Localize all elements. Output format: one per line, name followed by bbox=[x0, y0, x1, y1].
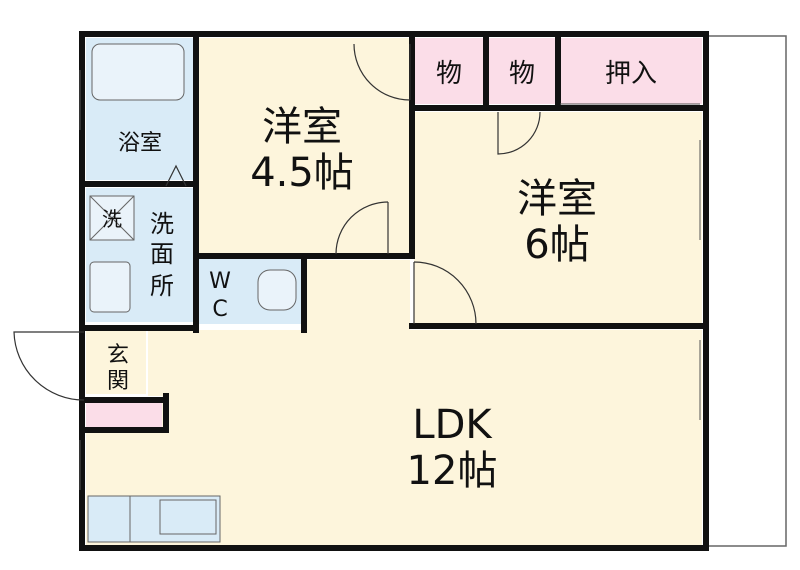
kitchen-sink bbox=[159, 499, 217, 535]
ldk-area bbox=[86, 260, 702, 546]
toilet bbox=[257, 269, 297, 311]
room-large-area bbox=[414, 112, 702, 326]
label-storage-2: 物 bbox=[509, 59, 535, 89]
doors bbox=[13, 43, 541, 401]
label-ldk-name: LDK bbox=[412, 402, 493, 448]
windows bbox=[79, 70, 701, 490]
label-washroom-1: 洗 bbox=[150, 210, 174, 238]
label-washroom-3: 所 bbox=[150, 272, 174, 300]
label-storage-1: 物 bbox=[436, 59, 462, 89]
storage2-area bbox=[488, 38, 556, 104]
label-room-small-size: 4.5帖 bbox=[250, 150, 354, 196]
storage1-area bbox=[414, 38, 484, 104]
walls bbox=[79, 31, 709, 551]
label-room-small-name: 洋室 bbox=[262, 104, 342, 150]
room-small-area bbox=[198, 38, 410, 254]
label-closet: 押入 bbox=[605, 59, 657, 89]
label-wc-2: C bbox=[212, 297, 227, 322]
entrance-area bbox=[86, 330, 146, 394]
label-room-large-size: 6帖 bbox=[524, 222, 589, 268]
balcony bbox=[705, 35, 787, 547]
label-room-large-name: 洋室 bbox=[517, 176, 597, 222]
label-washroom-2: 面 bbox=[150, 240, 174, 268]
label-bath: 浴室 bbox=[118, 131, 162, 156]
label-entrance-2: 関 bbox=[107, 369, 129, 394]
closet-area bbox=[560, 38, 702, 104]
label-entrance-1: 玄 bbox=[107, 343, 129, 368]
label-ldk-size: 12帖 bbox=[407, 448, 498, 494]
bathtub bbox=[91, 43, 185, 101]
label-washer: 洗 bbox=[102, 207, 122, 231]
kitchen-counter bbox=[87, 495, 221, 543]
washbasin bbox=[89, 261, 131, 313]
label-wc-1: W bbox=[209, 269, 231, 294]
